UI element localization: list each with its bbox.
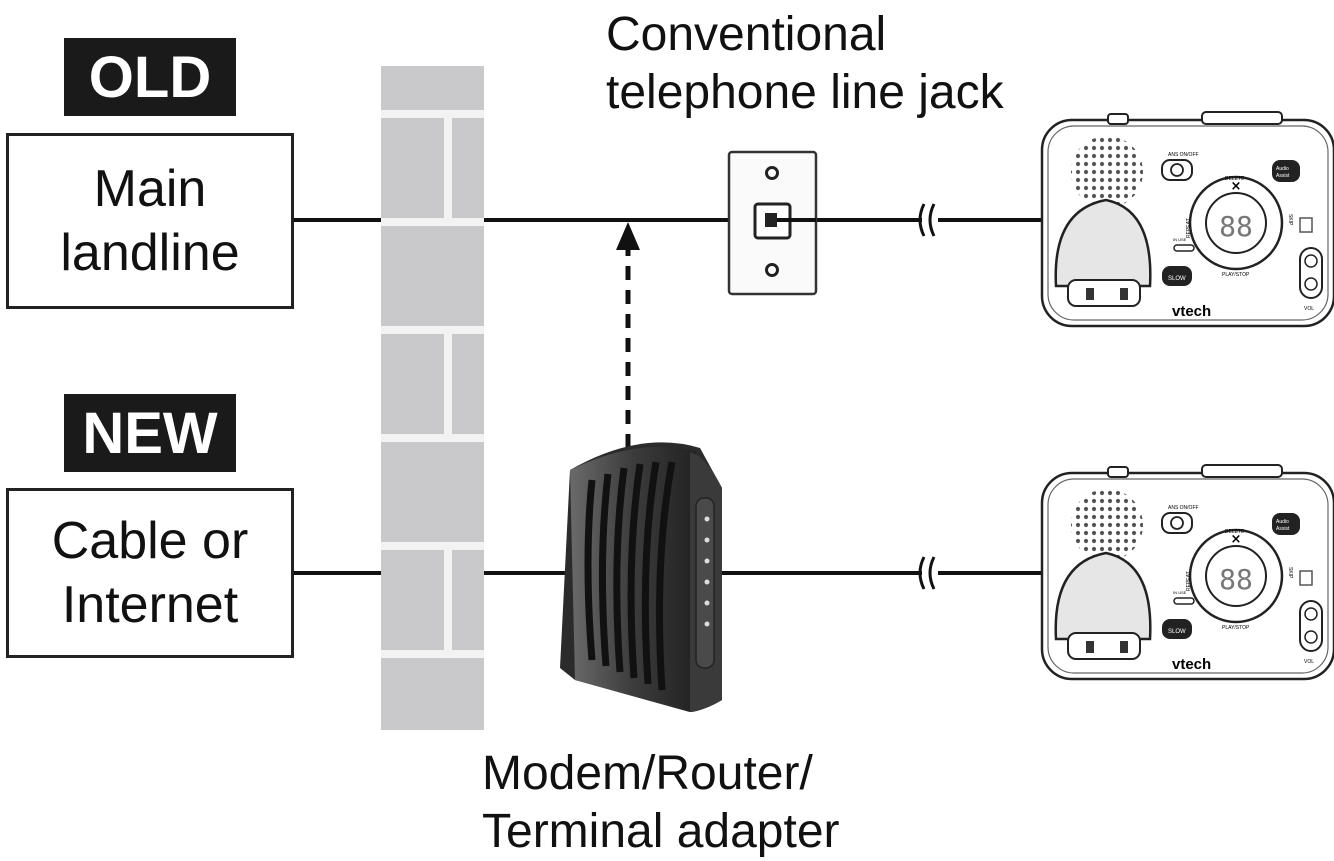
svg-text:VOL: VOL [1304, 306, 1314, 312]
svg-text:88: 88 [1219, 210, 1253, 243]
svg-text:PLAY/STOP: PLAY/STOP [1222, 272, 1250, 278]
svg-text:IN USE: IN USE [1173, 237, 1187, 242]
jack-label-line2: telephone line jack [606, 66, 1004, 119]
modem-label-line1: Modem/Router/ [482, 747, 813, 800]
svg-text:DELETE: DELETE [1225, 176, 1245, 182]
cable-internet-line1: Cable or [51, 512, 249, 570]
base-unit-new: × 88 vtech ANS ON/OFF DELETE PLAY/STOP S… [1040, 464, 1334, 681]
svg-text:SLOW: SLOW [1168, 629, 1186, 635]
new-line-break [918, 556, 936, 590]
modem-label-line2: Terminal adapter [482, 805, 840, 858]
new-badge: NEW [64, 394, 236, 472]
base-unit-old: × 88 vtech ANS ON/OFF DELETE PLAY/STOP S… [1040, 111, 1334, 328]
svg-text:SKIP: SKIP [1287, 214, 1293, 226]
old-line-break [918, 203, 936, 237]
base-unit-body: × 88 vtech ANS ON/OFF DELETE PLAY/STOP S… [1040, 111, 1334, 328]
cable-internet-box: Cable or Internet [6, 488, 294, 658]
jack-label: Conventional telephone line jack [606, 6, 1004, 122]
svg-text:SLOW: SLOW [1168, 276, 1186, 282]
main-landline-box: Main landline [6, 133, 294, 309]
svg-text:SKIP: SKIP [1287, 567, 1293, 579]
svg-text:ANS ON/OFF: ANS ON/OFF [1168, 152, 1199, 158]
svg-text:Assist: Assist [1276, 526, 1290, 532]
svg-text:vtech: vtech [1172, 303, 1211, 320]
svg-text:Audio: Audio [1276, 166, 1289, 172]
svg-text:88: 88 [1219, 563, 1253, 596]
modem-router [560, 442, 722, 712]
svg-text:REPEAT: REPEAT [1186, 571, 1192, 591]
base-unit-body: × 88 vtech ANS ON/OFF DELETE PLAY/STOP S… [1040, 464, 1334, 681]
svg-text:VOL: VOL [1304, 659, 1314, 665]
svg-text:×: × [1231, 179, 1242, 194]
svg-text:IN USE: IN USE [1173, 590, 1187, 595]
cable-internet-line2: Internet [61, 576, 239, 634]
svg-text:vtech: vtech [1172, 656, 1211, 673]
svg-text:PLAY/STOP: PLAY/STOP [1222, 625, 1250, 631]
svg-text:Assist: Assist [1276, 173, 1290, 179]
old-badge: OLD [64, 38, 236, 116]
modem-label: Modem/Router/ Terminal adapter [482, 745, 840, 861]
svg-text:ANS ON/OFF: ANS ON/OFF [1168, 505, 1199, 511]
brick-wall [381, 66, 484, 730]
svg-text:DELETE: DELETE [1225, 529, 1245, 535]
arrow-head [616, 222, 640, 250]
main-landline-line2: landline [60, 224, 240, 282]
svg-text:×: × [1231, 532, 1242, 547]
main-landline-line1: Main [93, 160, 207, 218]
jack-label-line1: Conventional [606, 8, 887, 61]
wall-jack [727, 150, 818, 296]
svg-text:Audio: Audio [1276, 519, 1289, 525]
svg-text:REPEAT: REPEAT [1186, 218, 1192, 238]
